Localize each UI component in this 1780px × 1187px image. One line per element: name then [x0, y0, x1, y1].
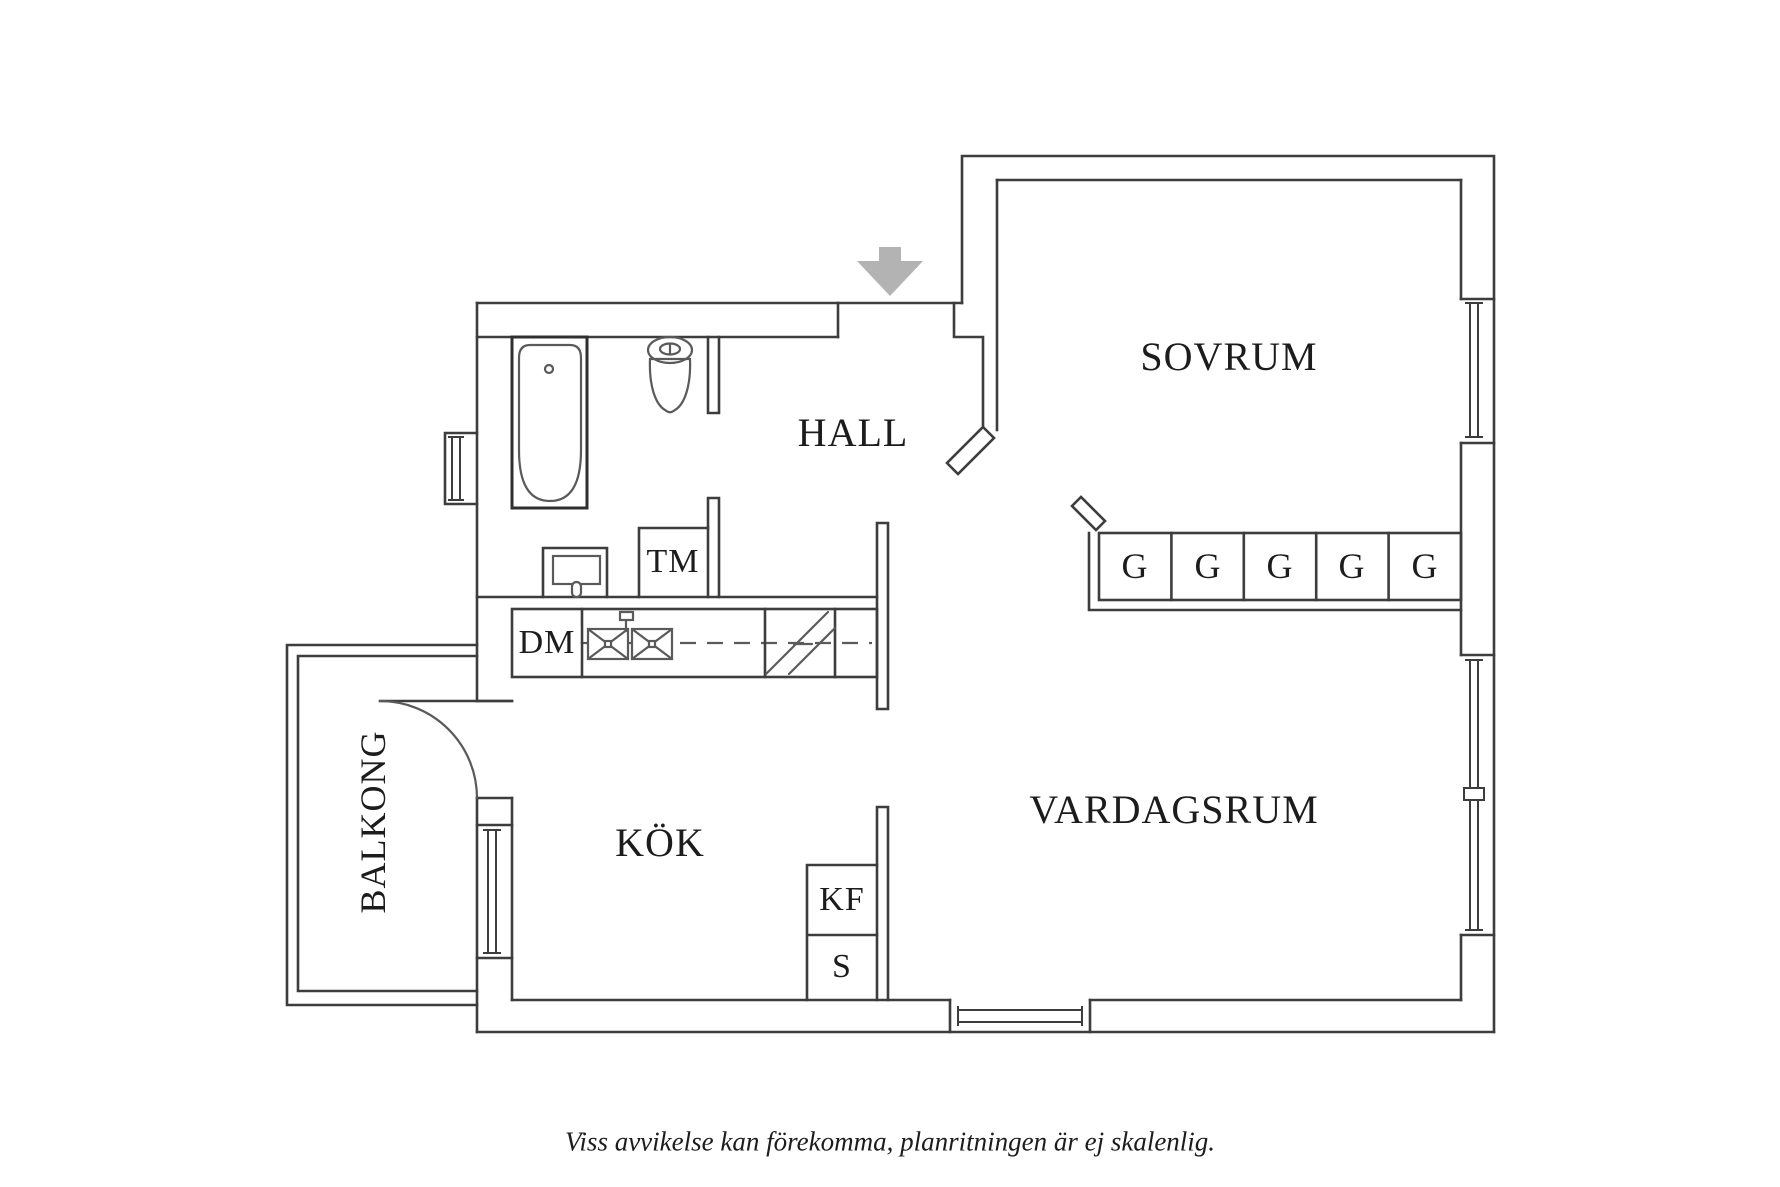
balcony-railing [285, 643, 479, 1007]
room-label-vardagsrum: VARDAGSRUM [1029, 787, 1319, 832]
closet-label: G [1411, 546, 1439, 586]
pantry-label: S [832, 948, 852, 985]
closet-label: G [1194, 546, 1222, 586]
entrance-arrow-icon [857, 247, 923, 296]
interior-walls [475, 335, 1463, 1002]
closet-label: G [1266, 546, 1294, 586]
washing-machine-label: TM [646, 543, 700, 580]
room-label-hall: HALL [797, 410, 909, 455]
dishwasher-label: DM [513, 626, 581, 660]
washbasin-icon [541, 546, 609, 599]
closet-label: G [1338, 546, 1366, 586]
bathtub-icon [510, 335, 589, 510]
exterior-walls [475, 154, 1496, 1034]
balcony-door [378, 699, 514, 800]
stove-icon [764, 610, 837, 676]
disclaimer-caption: Viss avvikelse kan förekomma, planritnin… [564, 1126, 1216, 1157]
window-bedroom [1459, 297, 1496, 445]
room-label-kok: KÖK [615, 820, 705, 865]
closet-row [1097, 531, 1463, 602]
bedroom-door [945, 425, 996, 476]
kitchen-sink-icon [586, 610, 674, 661]
window-bathroom [443, 431, 479, 506]
fridge-freezer-label: KF [819, 881, 865, 918]
toilet-icon [646, 335, 694, 414]
window-kitchen [475, 823, 514, 960]
window-livingroom-south [948, 998, 1092, 1034]
room-label-balkong: BALKONG [353, 730, 393, 914]
closet-label: G [1121, 546, 1149, 586]
room-label-sovrum: SOVRUM [1140, 334, 1318, 379]
window-livingroom [1459, 653, 1496, 937]
